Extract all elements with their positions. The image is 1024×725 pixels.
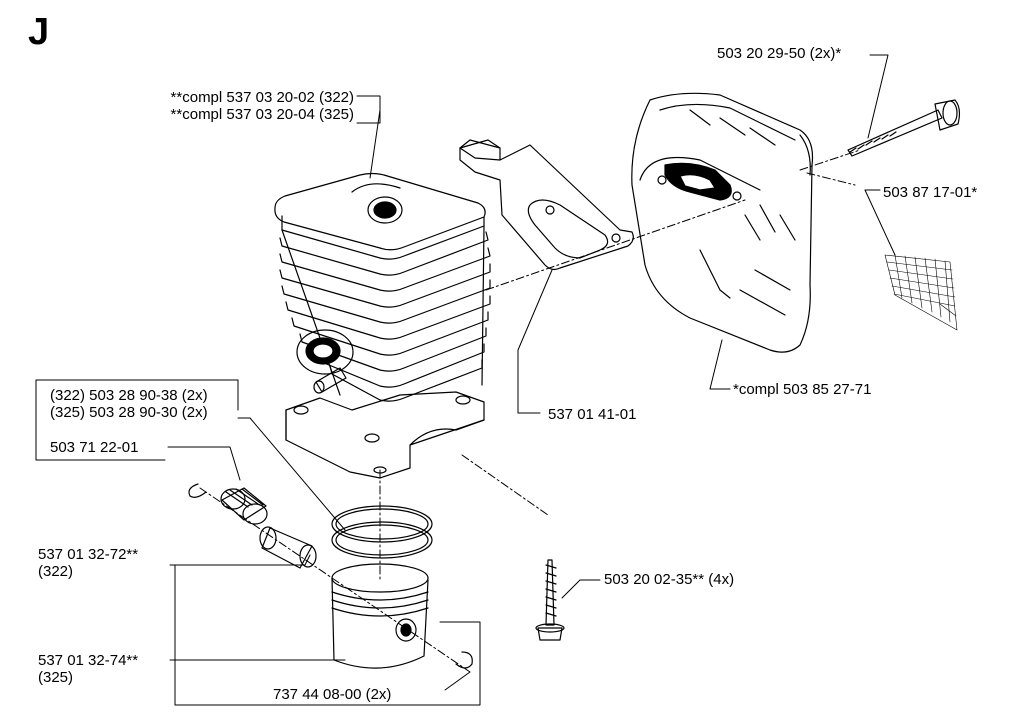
screw-label: 503 20 02-35** (4x)	[604, 571, 735, 588]
section-letter: J	[28, 11, 50, 53]
bearing-label: 503 71 22-01	[50, 439, 139, 456]
cylinder-label-322: **compl 537 03 20-02 (322)	[170, 89, 354, 106]
bolt-top-label: 503 20 29-50 (2x)*	[717, 45, 842, 62]
piston-325-label: 537 01 32-74**	[38, 652, 139, 669]
muffler-label: *compl 503 85 27-71	[733, 381, 872, 398]
leader-lines	[35, 54, 896, 706]
ring-label-325: (325) 503 28 90-30 (2x)	[50, 404, 208, 421]
cylinder	[274, 172, 491, 479]
piston-rings	[331, 505, 433, 559]
ring-label-322: (322) 503 28 90-38 (2x)	[50, 387, 208, 404]
circlips	[188, 483, 473, 669]
mesh-label: 503 87 17-01*	[883, 184, 978, 201]
bolt-top	[847, 99, 961, 157]
piston-pin	[259, 526, 317, 569]
muffler	[631, 92, 814, 353]
piston	[331, 563, 429, 669]
screw	[535, 559, 565, 641]
piston-325-model: (325)	[38, 669, 74, 686]
mesh-screen	[884, 254, 958, 331]
gasket	[459, 139, 634, 271]
needle-bearing	[220, 487, 268, 525]
piston-322-model: (322)	[38, 563, 74, 580]
piston-322-label: 537 01 32-72**	[38, 546, 139, 563]
circlip-label: 737 44 08-00 (2x)	[273, 686, 392, 703]
cylinder-label-325: **compl 537 03 20-04 (325)	[170, 106, 354, 123]
gasket-label: 537 01 41-01	[548, 406, 637, 423]
